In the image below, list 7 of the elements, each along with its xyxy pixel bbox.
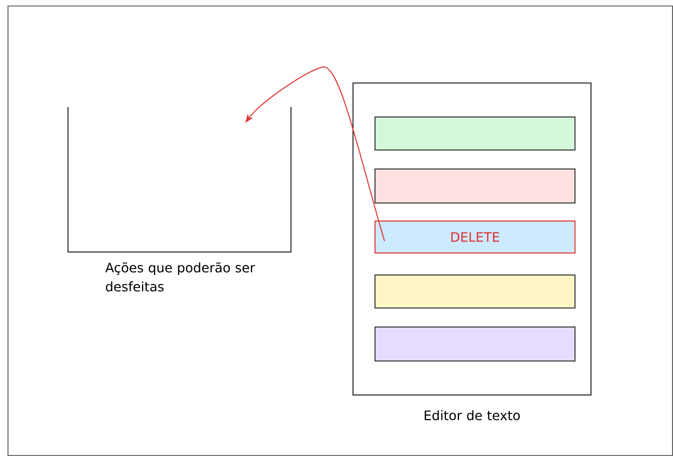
text-bar: DELETE <box>374 220 576 254</box>
bar <box>374 326 576 362</box>
bar <box>374 168 576 204</box>
caption-label: Editor de texto <box>424 410 520 420</box>
bar <box>374 274 576 308</box>
caption-label: Ações que poderão ser desfeitas <box>105 262 256 292</box>
bar <box>374 116 576 150</box>
